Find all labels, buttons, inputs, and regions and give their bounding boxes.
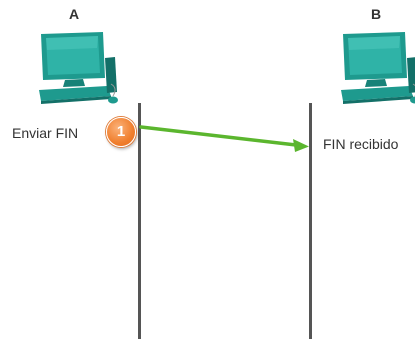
host-b-label: B — [371, 6, 382, 22]
step-number-badge: 1 — [106, 117, 136, 147]
send-fin-label: Enviar FIN — [12, 125, 79, 141]
fin-received-label: FIN recibido — [323, 136, 399, 152]
host-a-timeline — [138, 103, 141, 339]
computer-icon — [39, 32, 118, 104]
computer-icon — [341, 32, 415, 104]
host-b-timeline — [309, 103, 312, 339]
host-a-label: A — [69, 6, 80, 22]
